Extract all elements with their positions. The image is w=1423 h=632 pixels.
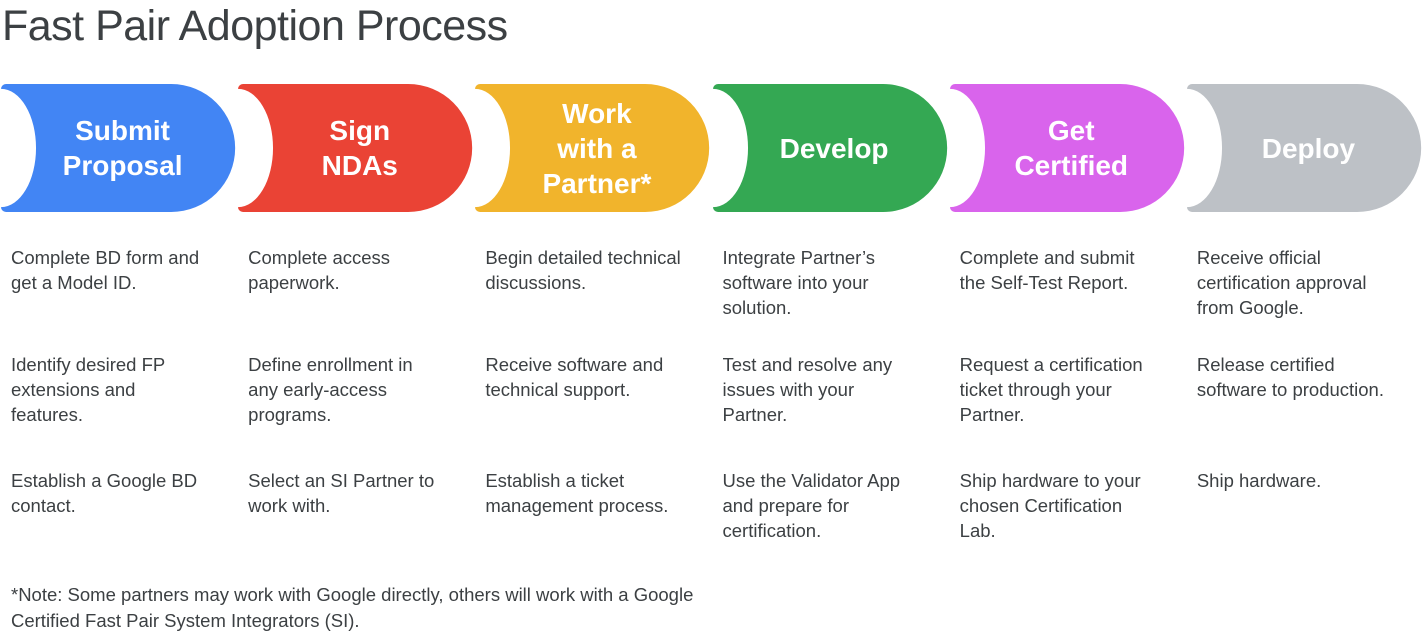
arrow-pill-shape [949,84,1184,212]
page-title: Fast Pair Adoption Process [2,2,508,50]
stage-steps: Begin detailed technical discussions. Re… [474,245,711,518]
stage-step: Establish a ticket management process. [485,470,669,516]
arrow-pill-shape [712,84,947,212]
stage-deploy: Deploy Receive official certification ap… [1186,84,1423,543]
stage-step: Complete and submit the Self-Test Report… [959,247,1135,293]
stage-steps: Complete BD form and get a Model ID. Ide… [0,245,237,518]
arrow-pill-shape [238,84,473,212]
stage-step: Ship hardware to your chosen Certificati… [959,470,1141,541]
stage-step: Use the Validator App and prepare for ce… [722,470,901,541]
stage-label: Work with a Partner* [542,97,652,199]
stage-step: Begin detailed technical discussions. [485,247,681,293]
stage-sign-ndas: Sign NDAs Complete access paperwork. Def… [237,84,474,543]
stage-steps: Complete and submit the Self-Test Report… [949,245,1186,543]
stage-work-with-partner: Work with a Partner* Begin detailed tech… [474,84,711,543]
stage-steps: Complete access paperwork. Define enroll… [237,245,474,518]
stage-shape-get-certified: Get Certified [949,84,1186,212]
stage-steps: Integrate Partner’s software into your s… [712,245,949,543]
stage-shape-work-with-partner: Work with a Partner* [474,84,711,212]
stage-step: Release certified software to production… [1196,354,1384,400]
stage-step: Complete access paperwork. [248,247,391,293]
stage-step: Test and resolve any issues with your Pa… [722,354,893,425]
stage-submit-proposal: Submit Proposal Complete BD form and get… [0,84,237,543]
arrow-pill-shape [1,84,236,212]
stage-shape-submit-proposal: Submit Proposal [0,84,237,212]
arrow-pill-shape [1186,84,1421,212]
stage-step: Receive software and technical support. [485,354,664,400]
stage-label: Submit Proposal [62,115,183,181]
stage-step: Select an SI Partner to work with. [248,470,435,516]
arrow-pill-shape [475,84,710,212]
stage-step: Integrate Partner’s software into your s… [722,247,876,318]
process-stages-row: Submit Proposal Complete BD form and get… [0,84,1423,543]
footnote: *Note: Some partners may work with Googl… [11,584,694,631]
stage-shape-develop: Develop [712,84,949,212]
stage-step: Ship hardware. [1196,470,1322,491]
stage-label: Get Certified [1014,115,1129,181]
stage-develop: Develop Integrate Partner’s software int… [712,84,949,543]
stage-shape-sign-ndas: Sign NDAs [237,84,474,212]
stage-step: Define enrollment in any early-access pr… [248,354,413,425]
stage-step: Establish a Google BD contact. [11,470,198,516]
stage-label: Sign NDAs [321,115,398,181]
stage-step: Request a certification ticket through y… [959,354,1143,425]
stage-step: Receive official certification approval … [1196,247,1367,318]
stage-get-certified: Get Certified Complete and submit the Se… [949,84,1186,543]
stage-steps: Receive official certification approval … [1186,245,1423,493]
stage-step: Complete BD form and get a Model ID. [11,247,200,293]
stage-label: Deploy [1261,132,1356,164]
stage-label: Develop [779,132,889,164]
stage-shape-deploy: Deploy [1186,84,1423,212]
stage-step: Identify desired FP extensions and featu… [11,354,165,425]
